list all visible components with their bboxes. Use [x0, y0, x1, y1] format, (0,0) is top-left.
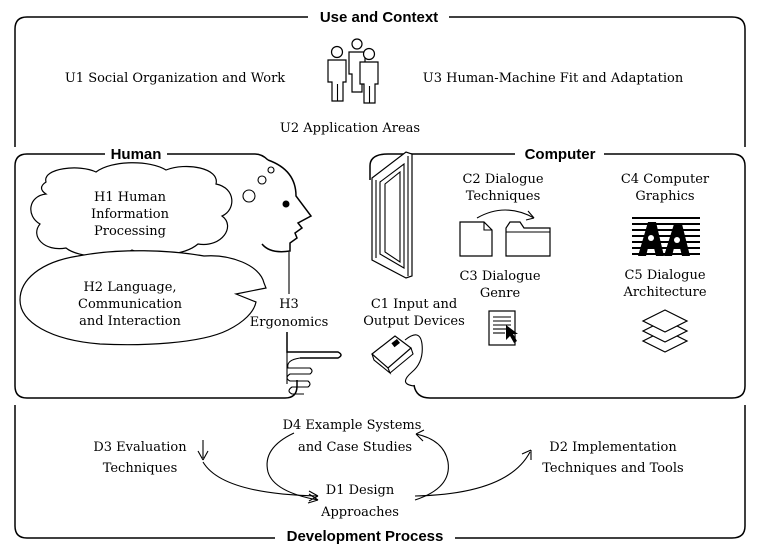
people-group-icon	[327, 38, 379, 104]
development-process-frame	[14, 405, 746, 539]
c1-label-line2: Output Devices	[363, 314, 465, 329]
h3-label-line2: Ergonomics	[250, 315, 329, 330]
c5-label-line1: C5 Dialogue	[624, 268, 705, 283]
c4-label-line1: C4 Computer	[621, 172, 710, 187]
c2-label-line1: C2 Dialogue	[462, 172, 543, 187]
computer-graphics-icon	[632, 217, 700, 256]
c2-label-line2: Techniques	[466, 189, 541, 204]
u3-label: U3 Human-Machine Fit and Adaptation	[423, 71, 684, 86]
h1-label-line3: Processing	[94, 224, 166, 239]
h2-label-line3: and Interaction	[79, 314, 181, 329]
d1-label-line2: Approaches	[320, 505, 399, 520]
u2-label: U2 Application Areas	[280, 121, 420, 136]
human-head-icon	[261, 159, 313, 253]
mouse-icon	[371, 334, 423, 387]
c1-label-line1: C1 Input and	[371, 297, 457, 312]
d3-label-line1: D3 Evaluation	[93, 440, 187, 455]
h1-label-line1: H1 Human	[94, 190, 167, 205]
c3-label-line1: C3 Dialogue	[459, 269, 540, 284]
development-cycle-arrows	[197, 429, 532, 504]
d3-label-line2: Techniques	[103, 461, 178, 476]
u1-label: U1 Social Organization and Work	[65, 71, 285, 86]
d2-label-line1: D2 Implementation	[549, 440, 677, 455]
h2-label-line1: H2 Language,	[83, 280, 176, 295]
d4-label-line2: and Case Studies	[298, 440, 412, 455]
human-title: Human	[111, 146, 162, 163]
development-process-title: Development Process	[287, 528, 444, 545]
h3-label-line1: H3	[279, 297, 299, 312]
pointing-hand-icon	[286, 332, 342, 395]
c4-label-line2: Graphics	[635, 189, 694, 204]
monitor-icon	[371, 151, 413, 279]
document-cursor-icon	[488, 310, 518, 346]
computer-frame	[369, 153, 746, 399]
d1-label-line1: D1 Design	[326, 483, 395, 498]
thought-bubble-dots	[242, 166, 275, 203]
computer-title: Computer	[525, 146, 596, 163]
document-to-folder-icon	[459, 209, 551, 257]
layer-stack-icon	[641, 309, 689, 353]
h1-label-line2: Information	[91, 207, 170, 222]
c5-label-line2: Architecture	[622, 285, 706, 300]
d2-label-line2: Techniques and Tools	[542, 461, 683, 476]
use-and-context-frame	[14, 16, 746, 147]
c3-label-line2: Genre	[480, 286, 521, 301]
speech-bubble-icon	[19, 250, 267, 346]
d4-label-line1: D4 Example Systems	[283, 418, 422, 433]
h2-label-line2: Communication	[78, 297, 183, 312]
thought-cloud-icon	[30, 162, 233, 258]
use-and-context-title: Use and Context	[320, 9, 438, 26]
